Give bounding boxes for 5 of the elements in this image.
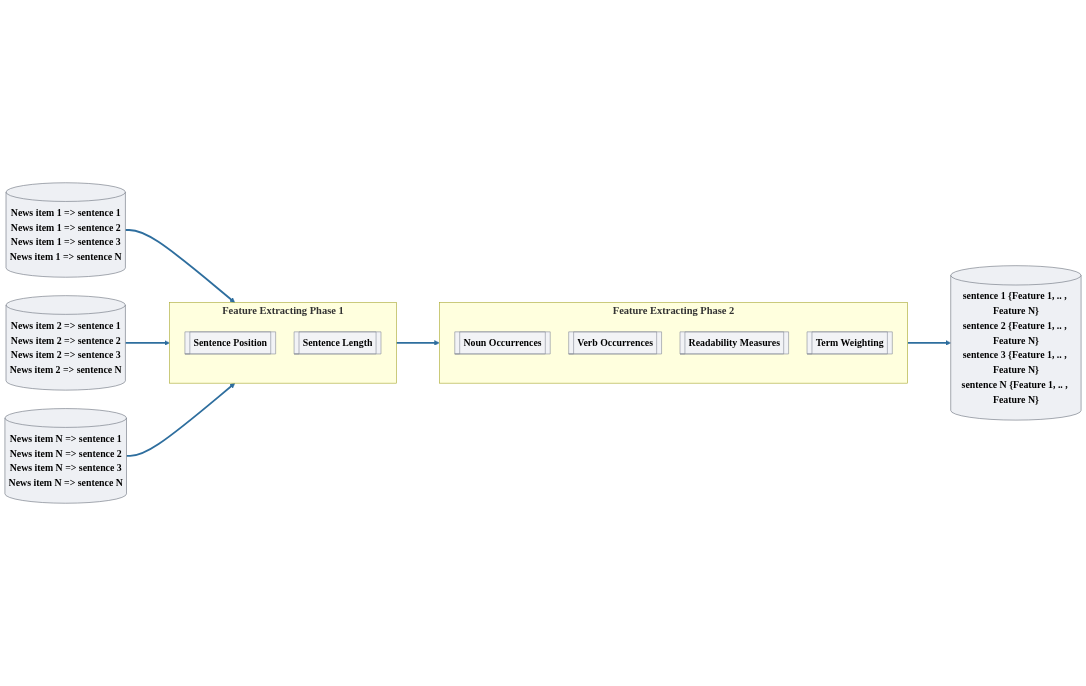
arrow [395,340,440,346]
arrow [906,340,951,346]
arrow [124,340,170,346]
arrow [124,229,236,303]
arrow [125,382,236,457]
